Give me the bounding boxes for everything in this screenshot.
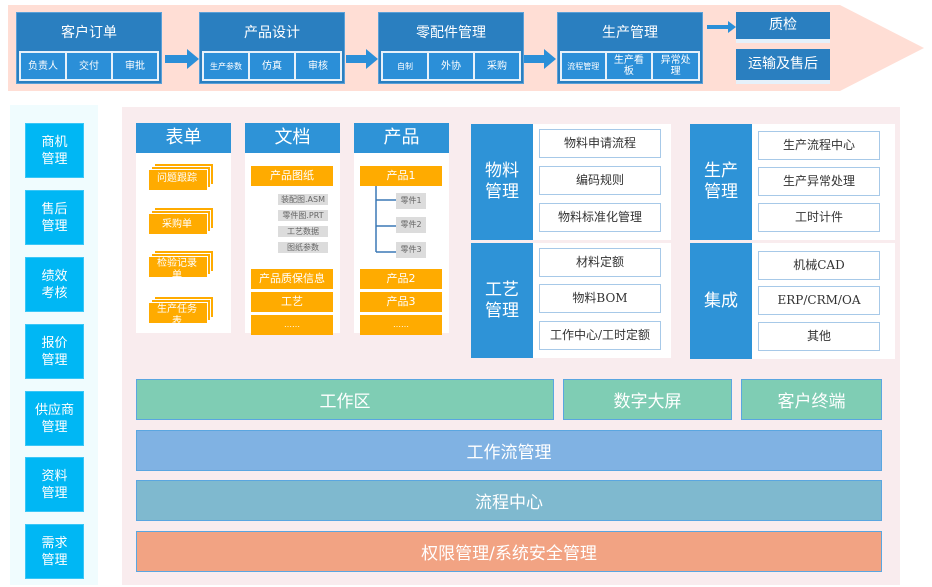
form-item[interactable]: 生产任务表 <box>148 296 214 327</box>
group-item[interactable]: 物料申请流程 <box>539 129 661 158</box>
stage-quality-check[interactable]: 质检 <box>736 12 830 43</box>
doc-sub-item[interactable]: 工艺数据 <box>278 226 328 237</box>
forms-header: 表单 <box>136 123 231 153</box>
form-item[interactable]: 检验记录单 <box>148 250 214 281</box>
stage-title: 产品设计 <box>244 25 300 41</box>
doc-item[interactable]: 产品质保信息 <box>251 269 333 289</box>
group-production-management: 生产管理 生产流程中心 生产异常处理 工时计件 <box>690 124 895 240</box>
group-item[interactable]: 机械CAD <box>758 251 880 280</box>
stage-sub-item[interactable]: 仿真 <box>250 53 294 79</box>
form-item[interactable]: 问题跟踪 <box>148 163 214 191</box>
stage-parts-management[interactable]: 零配件管理 自制 外协 采购 <box>378 12 524 84</box>
layer-security-management[interactable]: 权限管理/系统安全管理 <box>136 531 882 572</box>
sidebar-item-opportunity[interactable]: 商机管理 <box>25 123 84 178</box>
group-item[interactable]: 工作中心/工时定额 <box>539 321 661 350</box>
doc-sub-item[interactable]: 零件图.PRT <box>278 210 328 221</box>
product-part[interactable]: 零件1 <box>396 193 426 209</box>
doc-primary[interactable]: 产品图纸 <box>251 166 333 186</box>
product-part[interactable]: 零件3 <box>396 242 426 258</box>
stage-sub-item[interactable]: 自制 <box>383 53 427 79</box>
documents-header: 文档 <box>245 123 340 153</box>
product-item[interactable]: 产品3 <box>360 292 442 312</box>
stage-sub-item[interactable]: 审核 <box>296 53 340 79</box>
arrow-right-icon <box>524 49 556 69</box>
doc-item[interactable]: …… <box>251 315 333 335</box>
group-item[interactable]: 编码规则 <box>539 166 661 195</box>
sidebar-item-label: 需求管理 <box>41 535 68 568</box>
product-item[interactable]: …… <box>360 315 442 335</box>
arrow-right-icon <box>346 49 378 69</box>
products-column: 产品 产品1 零件1 零件2 零件3 产品2 产品3 …… <box>354 123 449 335</box>
stage-sub-item[interactable]: 生产参数 <box>204 53 248 79</box>
main-panel: 表单 问题跟踪 采购单 检验记录单 生产任务表 文档 产品图纸 装配图.ASM … <box>122 107 900 585</box>
stage-title: 零配件管理 <box>416 25 486 41</box>
layer-client-terminal[interactable]: 客户终端 <box>741 379 882 420</box>
sidebar-item-label: 资料管理 <box>41 468 68 501</box>
group-item[interactable]: 材料定额 <box>539 248 661 277</box>
group-item[interactable]: 工时计件 <box>758 203 880 232</box>
doc-sub-item[interactable]: 装配图.ASM <box>278 194 328 205</box>
group-item[interactable]: 物料BOM <box>539 284 661 313</box>
products-header: 产品 <box>354 123 449 153</box>
group-title: 生产管理 <box>690 124 752 240</box>
group-title: 集成 <box>690 243 752 359</box>
stage-sub-item[interactable]: 采购 <box>475 53 519 79</box>
product-item[interactable]: 产品2 <box>360 269 442 289</box>
product-primary[interactable]: 产品1 <box>360 166 442 186</box>
sidebar-item-label: 售后管理 <box>41 201 68 234</box>
stage-sub-item[interactable]: 负责人 <box>21 53 65 79</box>
stage-sub-item[interactable]: 外协 <box>429 53 473 79</box>
layer-workflow-management[interactable]: 工作流管理 <box>136 430 882 471</box>
layer-digital-screen[interactable]: 数字大屏 <box>563 379 732 420</box>
sidebar-item-label: 绩效考核 <box>41 268 68 301</box>
stage-production-management[interactable]: 生产管理 流程管理 生产看板 异常处理 <box>557 12 703 84</box>
sidebar-item-label: 供应商管理 <box>34 402 74 435</box>
group-item[interactable]: 生产流程中心 <box>758 131 880 160</box>
sidebar: 商机管理 售后管理 绩效考核 报价管理 供应商管理 资料管理 需求管理 <box>10 105 98 585</box>
stage-customer-order[interactable]: 客户订单 负责人 交付 审批 <box>16 12 162 84</box>
sidebar-item-supplier[interactable]: 供应商管理 <box>25 391 84 446</box>
group-title: 工艺管理 <box>471 243 533 358</box>
stage-title: 生产管理 <box>602 25 658 41</box>
product-part[interactable]: 零件2 <box>396 217 426 233</box>
group-item[interactable]: 其他 <box>758 322 880 351</box>
form-item-label: 检验记录单 <box>157 258 197 281</box>
form-item-label: 问题跟踪 <box>157 173 197 184</box>
sidebar-item-data[interactable]: 资料管理 <box>25 457 84 512</box>
arrow-head <box>728 21 736 33</box>
sidebar-item-after-sales[interactable]: 售后管理 <box>25 190 84 245</box>
group-title: 物料管理 <box>471 124 533 240</box>
stage-product-design[interactable]: 产品设计 生产参数 仿真 审核 <box>199 12 345 84</box>
sidebar-item-label: 商机管理 <box>41 134 68 167</box>
group-integration: 集成 机械CAD ERP/CRM/OA 其他 <box>690 243 895 359</box>
stage-transport-after-sales[interactable]: 运输及售后 <box>736 49 830 84</box>
stage-sub-item[interactable]: 流程管理 <box>562 53 605 79</box>
doc-sub-item[interactable]: 图纸参数 <box>278 242 328 253</box>
arrow-right-icon <box>165 49 199 69</box>
sidebar-item-quotation[interactable]: 报价管理 <box>25 324 84 379</box>
stage-title: 客户订单 <box>61 25 117 41</box>
layer-workspace[interactable]: 工作区 <box>136 379 554 420</box>
form-item-label: 生产任务表 <box>157 304 197 327</box>
form-item[interactable]: 采购单 <box>148 207 214 235</box>
group-process-management: 工艺管理 材料定额 物料BOM 工作中心/工时定额 <box>471 243 671 358</box>
group-item[interactable]: 物料标准化管理 <box>539 203 661 232</box>
doc-item[interactable]: 工艺 <box>251 292 333 312</box>
stage-sub-item[interactable]: 异常处理 <box>653 53 699 79</box>
arrow-right-icon <box>707 25 731 29</box>
sidebar-item-requirements[interactable]: 需求管理 <box>25 524 84 579</box>
documents-column: 文档 产品图纸 装配图.ASM 零件图.PRT 工艺数据 图纸参数 产品质保信息… <box>245 123 340 335</box>
sidebar-item-performance[interactable]: 绩效考核 <box>25 257 84 312</box>
sidebar-item-label: 报价管理 <box>41 335 68 368</box>
form-item-label: 采购单 <box>162 219 192 230</box>
stage-sub-item[interactable]: 交付 <box>67 53 111 79</box>
layer-process-center[interactable]: 流程中心 <box>136 480 882 521</box>
stage-sub-item[interactable]: 审批 <box>113 53 157 79</box>
group-item[interactable]: 生产异常处理 <box>758 167 880 196</box>
group-material-management: 物料管理 物料申请流程 编码规则 物料标准化管理 <box>471 124 671 240</box>
forms-column: 表单 问题跟踪 采购单 检验记录单 生产任务表 <box>136 123 231 333</box>
stage-sub-item[interactable]: 生产看板 <box>606 53 652 79</box>
group-item[interactable]: ERP/CRM/OA <box>758 286 880 315</box>
product-tree-lines <box>375 186 396 253</box>
